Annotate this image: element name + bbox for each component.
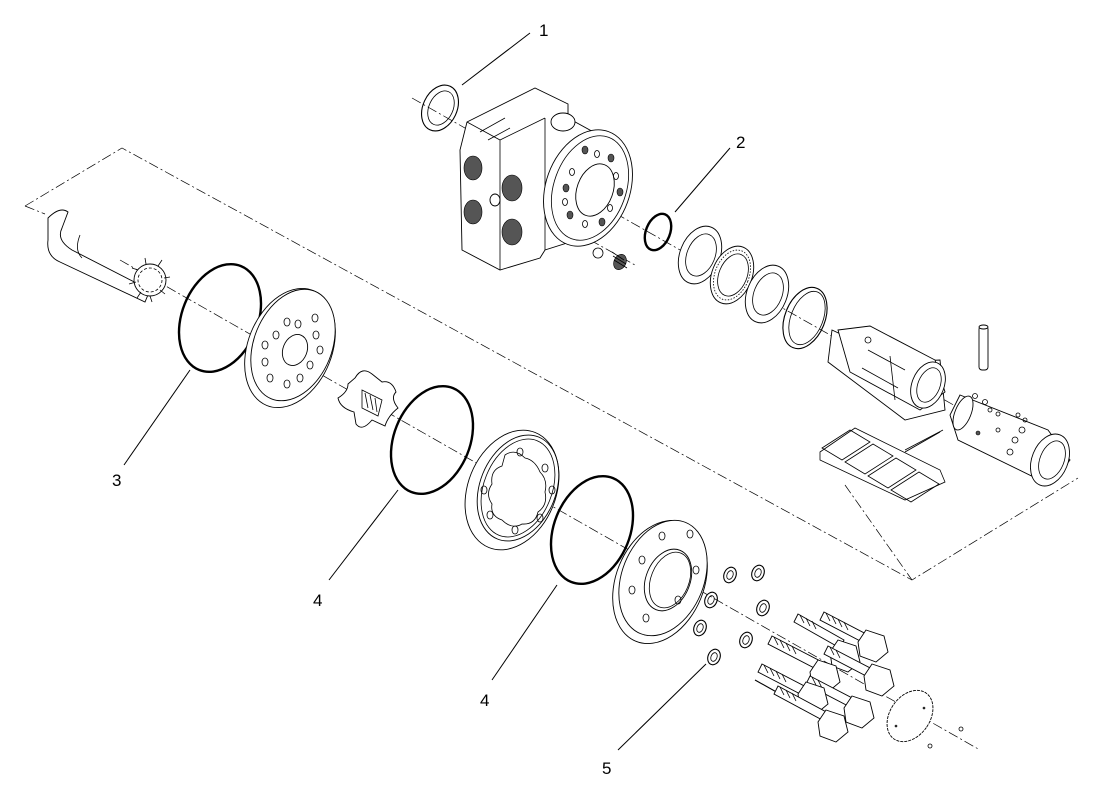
spacer-plate: [244, 287, 336, 409]
o-ring-4b: [549, 474, 635, 586]
callout-4a: 4: [313, 591, 322, 610]
cap-bolt-holes: [628, 529, 700, 623]
washers: [693, 564, 770, 666]
drive-screws: [927, 726, 964, 749]
threaded-plug: [611, 251, 628, 270]
gerotor-star: [337, 370, 399, 428]
gerotor-ring: [464, 429, 560, 551]
o-ring-small: [643, 212, 673, 252]
cap-screw: [805, 675, 875, 729]
cap-screw: [819, 611, 889, 663]
callout-2: 2: [736, 133, 745, 152]
callout-3: 3: [112, 471, 121, 490]
cap-screw: [823, 645, 895, 697]
end-cap: [612, 519, 708, 645]
assembly-group-boundary: [24, 147, 1079, 581]
callout-1: 1: [539, 21, 548, 40]
spool: [827, 325, 946, 421]
sleeve: [949, 393, 1071, 487]
cap-screw: [767, 635, 841, 693]
cross-pin: [978, 324, 989, 371]
leader-lines: [123, 32, 941, 751]
thrust-washer: [677, 225, 723, 285]
retaining-ring: [782, 286, 828, 350]
seal-ring: [421, 84, 459, 132]
name-plate: [886, 689, 934, 743]
ring-bolt-holes: [480, 447, 556, 535]
cap-screws: [754, 611, 895, 743]
shaft-spline-gear: [128, 257, 171, 303]
drive-shaft: [47, 209, 171, 303]
sleeve-holes: [972, 393, 1028, 456]
centering-springs: [819, 427, 946, 503]
plate-holes: [261, 313, 324, 389]
o-ring-4a: [389, 384, 475, 496]
valve-housing: [459, 87, 633, 271]
cap-screw: [754, 679, 849, 743]
check-ball: [592, 247, 604, 259]
callout-5: 5: [602, 759, 611, 778]
bearing-race: [744, 264, 790, 324]
callout-labels: 1 2 3 4 4 5: [112, 21, 745, 778]
flange-bolt-holes: [562, 145, 624, 228]
callout-4b: 4: [480, 691, 489, 710]
